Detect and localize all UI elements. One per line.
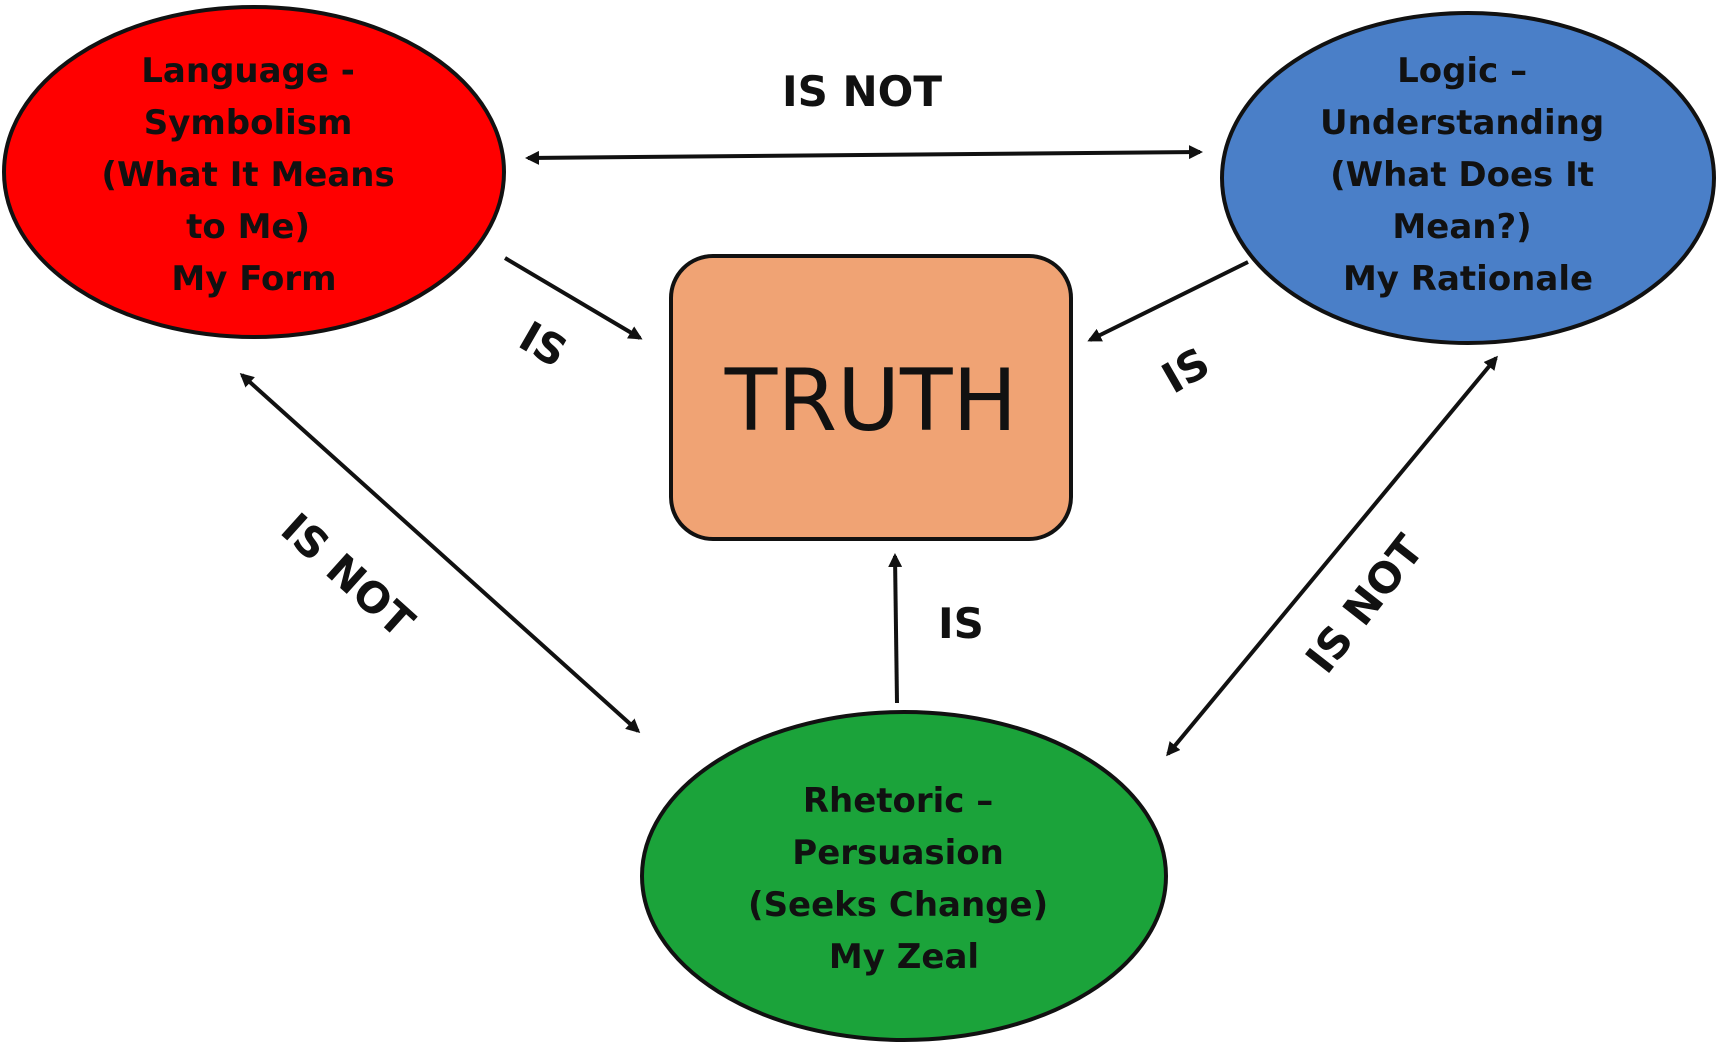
rhetoric-text: Rhetoric – Persuasion (Seeks Change) My … [748,781,1060,977]
arrow-language-truth [503,256,643,340]
language-line-3: (What It Means [101,155,394,195]
arrow-language-logic [525,145,1203,165]
arrow-logic-truth [1087,260,1249,342]
logic-line-3: (What Does It [1330,155,1594,195]
logic-line-5: My Rationale [1343,259,1593,299]
language-line-4: to Me) [186,207,310,247]
language-logic-label: IS NOT [782,67,942,116]
logic-line-4: Mean?) [1392,207,1531,247]
logic-line-2: Understanding [1320,103,1604,143]
language-node [2,5,506,339]
rhetoric-line-1: Rhetoric – [803,781,993,821]
rhetoric-line-2: Persuasion [792,833,1004,873]
arrow-logic-rhetoric [1166,355,1498,757]
arrow-language-rhetoric [239,372,641,734]
truth-label: TRUTH [724,351,1017,451]
logic-truth-label: IS [1154,338,1218,403]
rhetoric-line-3: (Seeks Change) [748,885,1048,925]
language-line-1: Language - [141,51,355,91]
rhetoric-node [640,710,1168,1042]
language-rhetoric-label: IS NOT [272,503,424,647]
logic-rhetoric-label: IS NOT [1296,526,1433,683]
logic-line-1: Logic – [1397,51,1527,91]
language-line-5: My Form [171,259,336,299]
logic-node [1220,11,1716,345]
truth-box [669,254,1073,541]
rhetoric-line-4: My Zeal [829,937,979,977]
arrow-rhetoric-truth [888,553,903,704]
rhetoric-truth-label: IS [938,599,984,648]
language-text: Language - Symbolism (What It Means to M… [101,51,406,299]
language-line-2: Symbolism [144,103,353,143]
logic-text: Logic – Understanding (What Does It Mean… [1320,51,1616,299]
language-truth-label: IS [511,312,575,377]
